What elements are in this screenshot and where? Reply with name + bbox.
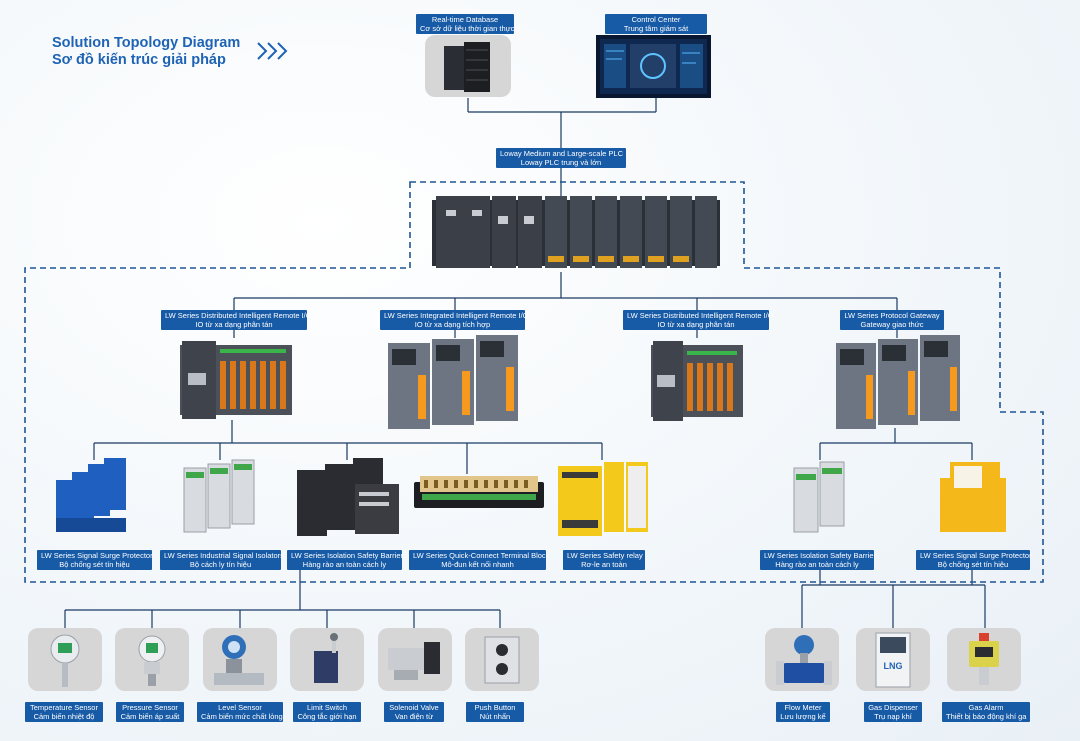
distributed-io-module-icon: [651, 341, 743, 421]
monitor-screen-icon: [596, 35, 711, 98]
io-label-2: LW Series Integrated Intelligent Remote …: [380, 310, 529, 330]
isolation-barrier-icon: [297, 458, 399, 536]
title-line-en: Solution Topology Diagram: [52, 35, 241, 51]
plc-rack-icon: [432, 196, 720, 268]
safety-relay-icon: [558, 462, 648, 536]
protocol-gateway-icon: [836, 335, 960, 429]
isolation-barrier-icon: [793, 461, 845, 533]
limit-switch-icon: [314, 633, 338, 683]
temperature-sensor-icon: [50, 634, 80, 687]
distributed-io-module-icon: [180, 341, 292, 419]
diagram-title: Solution Topology Diagram Sơ đồ kiến trú…: [52, 35, 240, 69]
io-label-1: LW Series Distributed Intelligent Remote…: [161, 310, 312, 330]
signal-isolator-icon: [183, 459, 255, 533]
terminal-block-icon: [414, 476, 544, 508]
chevron-right-icon: [257, 42, 288, 60]
solenoid-valve-icon: [388, 642, 440, 680]
gas-dispenser-icon: LNG: [875, 632, 911, 688]
surge-protector-icon: [56, 458, 126, 532]
pressure-sensor-icon: [138, 635, 166, 686]
title-line-vi: Sơ đồ kiến trúc giải pháp: [52, 52, 226, 68]
surge-protector-icon: [940, 462, 1006, 532]
integrated-io-module-icon: [388, 335, 518, 429]
push-button-icon: [484, 636, 520, 684]
flow-meter-icon: [776, 635, 832, 685]
gas-alarm-icon: [969, 633, 999, 685]
lng-badge: LNG: [884, 661, 903, 671]
level-sensor-icon: [214, 635, 264, 685]
server-rack-icon: [444, 42, 490, 92]
io-label-3: LW Series Distributed Intelligent Remote…: [623, 310, 774, 330]
